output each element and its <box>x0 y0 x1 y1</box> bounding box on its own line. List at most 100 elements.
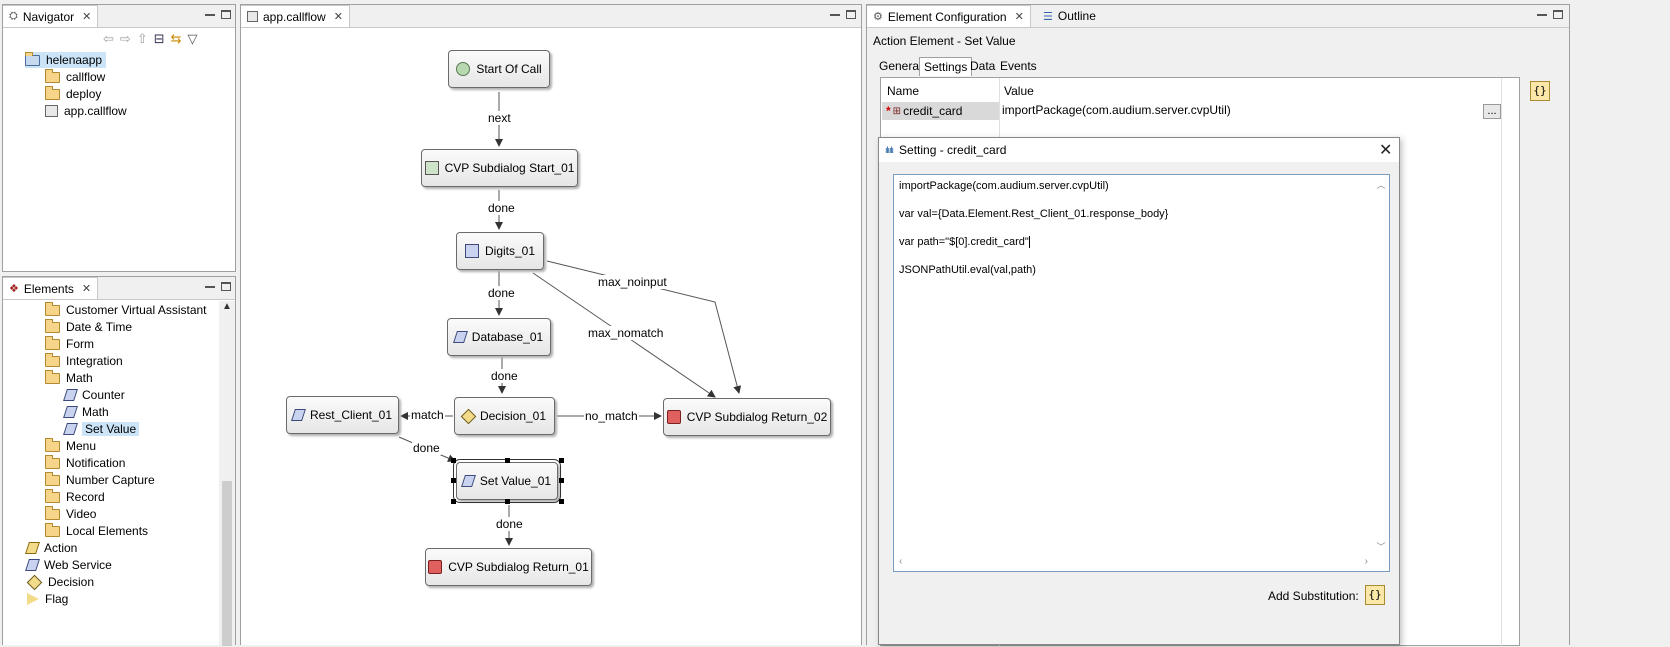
tree-item-label: Form <box>66 337 94 351</box>
tree-item-element[interactable]: Flag <box>27 591 68 607</box>
minimize-icon[interactable] <box>205 282 215 288</box>
tab-settings[interactable]: Settings <box>919 57 973 76</box>
elements-panel: ❖ Elements ✕ ▲ Customer Virtual Assistan… <box>2 276 236 646</box>
scroll-down-icon[interactable]: ﹀ <box>1376 542 1386 552</box>
selection-handle[interactable] <box>505 458 510 463</box>
column-header-value[interactable]: Value <box>1004 84 1034 98</box>
scroll-up-icon[interactable]: ▲ <box>222 301 232 312</box>
editor-tab-label: app.callflow <box>263 9 326 24</box>
node-decision[interactable]: Decision_01 <box>454 397 555 435</box>
selection-handle[interactable] <box>559 478 564 483</box>
tree-item-folder[interactable]: Menu <box>45 437 96 454</box>
maximize-icon[interactable] <box>846 10 856 19</box>
view-menu-icon[interactable]: ▽ <box>187 31 198 46</box>
tab-app-callflow[interactable]: app.callflow ✕ <box>241 5 350 27</box>
tree-item-element[interactable]: Action <box>25 540 77 556</box>
outline-tab-label: Outline <box>1057 9 1096 23</box>
tree-item-label: Integration <box>66 354 123 368</box>
selection-handle[interactable] <box>559 458 564 463</box>
collapse-all-icon[interactable]: ⊟ <box>153 31 165 46</box>
setting-name-cell[interactable]: * ⊞ credit_card <box>882 102 999 120</box>
tree-item-folder[interactable]: Math <box>45 369 93 386</box>
tree-item-element[interactable]: Decision <box>26 574 94 590</box>
selection-handle[interactable] <box>451 458 456 463</box>
substitution-icon[interactable]: {} <box>1365 585 1385 605</box>
maximize-icon[interactable] <box>221 282 231 291</box>
edge-label-done: done <box>495 517 524 531</box>
tab-events[interactable]: Events <box>1000 59 1037 73</box>
ellipsis-button[interactable]: ... <box>1483 104 1501 119</box>
scroll-left-icon[interactable]: ‹ <box>899 556 903 567</box>
scroll-right-icon[interactable]: › <box>1364 556 1368 567</box>
node-set-value[interactable]: Set Value_01 <box>453 459 561 503</box>
elements-scrollbar[interactable]: ▲ <box>219 301 235 646</box>
close-icon[interactable]: ✕ <box>333 11 343 23</box>
substitution-icon[interactable]: {} <box>1530 81 1550 101</box>
edge-label-done: done <box>487 201 516 215</box>
tree-item-element[interactable]: Web Service <box>25 557 112 573</box>
column-header-name[interactable]: Name <box>887 84 920 98</box>
back-icon[interactable]: ⇦ <box>103 31 114 46</box>
tree-item-folder[interactable]: deploy <box>45 85 101 102</box>
selection-handle[interactable] <box>451 499 456 504</box>
tree-item-folder[interactable]: Local Elements <box>45 522 149 539</box>
flag-icon <box>27 593 39 605</box>
tree-item-folder[interactable]: Number Capture <box>45 471 155 488</box>
tree-item-folder[interactable]: Notification <box>45 454 125 471</box>
node-label: CVP Subdialog Return_02 <box>686 410 828 424</box>
close-icon[interactable]: ✕ <box>1379 142 1393 159</box>
selection-handle[interactable] <box>505 499 510 504</box>
tab-element-configuration[interactable]: ⚙ Element Configuration ✕ <box>867 5 1031 27</box>
tab-navigator[interactable]: ⛭ Navigator ✕ <box>3 5 99 27</box>
tree-item-element[interactable]: Math <box>63 404 109 420</box>
node-rest-client[interactable]: Rest_Client_01 <box>286 396 399 434</box>
close-icon[interactable]: ✕ <box>82 11 92 23</box>
tree-item-label: Local Elements <box>66 524 149 538</box>
close-icon[interactable]: ✕ <box>81 283 92 295</box>
node-subdialog-start[interactable]: CVP Subdialog Start_01 <box>421 149 578 187</box>
tree-item-project[interactable]: helenaapp <box>25 51 107 68</box>
maximize-icon[interactable] <box>221 10 231 19</box>
minimize-icon[interactable] <box>205 10 215 16</box>
maximize-icon[interactable] <box>1553 10 1563 19</box>
link-editor-icon[interactable]: ⇆ <box>170 31 182 46</box>
tree-item-folder[interactable]: Video <box>45 505 96 522</box>
horizontal-scrollbar[interactable]: ‹ › <box>894 555 1373 571</box>
tree-item-folder[interactable]: Customer Virtual Assistant <box>45 301 207 318</box>
tree-item-folder[interactable]: Record <box>45 488 105 505</box>
tab-elements[interactable]: ❖ Elements ✕ <box>3 277 99 299</box>
tree-item-element[interactable]: Counter <box>63 387 125 403</box>
minimize-icon[interactable] <box>1537 10 1547 16</box>
setting-value-cell[interactable]: importPackage(com.audium.server.cvpUtil) <box>1002 103 1231 117</box>
close-icon[interactable]: ✕ <box>1014 11 1024 23</box>
node-database[interactable]: Database_01 <box>447 318 551 356</box>
tree-item-element[interactable]: Set Value <box>63 421 140 437</box>
callflow-file-icon <box>45 105 58 117</box>
scroll-thumb[interactable] <box>222 481 232 646</box>
vertical-scrollbar[interactable]: ︿ ﹀ <box>1373 175 1389 555</box>
node-subdialog-return-01[interactable]: CVP Subdialog Return_01 <box>425 548 592 586</box>
code-line: var path="$[0].credit_card" <box>899 236 1030 249</box>
minimize-icon[interactable] <box>830 10 840 16</box>
selection-handle[interactable] <box>559 499 564 504</box>
tree-item-folder[interactable]: Date & Time <box>45 318 132 335</box>
selection-handle[interactable] <box>451 478 456 483</box>
tree-item-folder[interactable]: callflow <box>45 68 105 85</box>
elements-tabbar: ❖ Elements ✕ <box>3 277 235 300</box>
node-subdialog-return-02[interactable]: CVP Subdialog Return_02 <box>663 398 831 436</box>
tab-data[interactable]: Data <box>970 59 996 73</box>
tab-outline[interactable]: ☰ Outline <box>1037 5 1102 27</box>
tree-item-folder[interactable]: Form <box>45 335 94 352</box>
up-icon[interactable]: ⇧ <box>136 31 148 46</box>
tree-item-file[interactable]: app.callflow <box>45 103 127 119</box>
scroll-up-icon[interactable]: ︿ <box>1376 180 1386 190</box>
edge-label-next: next <box>487 111 512 125</box>
expression-editor[interactable]: importPackage(com.audium.server.cvpUtil)… <box>893 174 1390 572</box>
node-start-of-call[interactable]: Start Of Call <box>448 50 550 88</box>
node-digits[interactable]: Digits_01 <box>456 232 544 270</box>
forward-icon[interactable]: ⇨ <box>119 31 131 46</box>
expand-icon[interactable]: ⊞ <box>892 105 902 117</box>
tree-item-label: Flag <box>45 592 69 606</box>
tree-item-folder[interactable]: Integration <box>45 352 123 369</box>
tab-general[interactable]: General <box>879 59 922 73</box>
